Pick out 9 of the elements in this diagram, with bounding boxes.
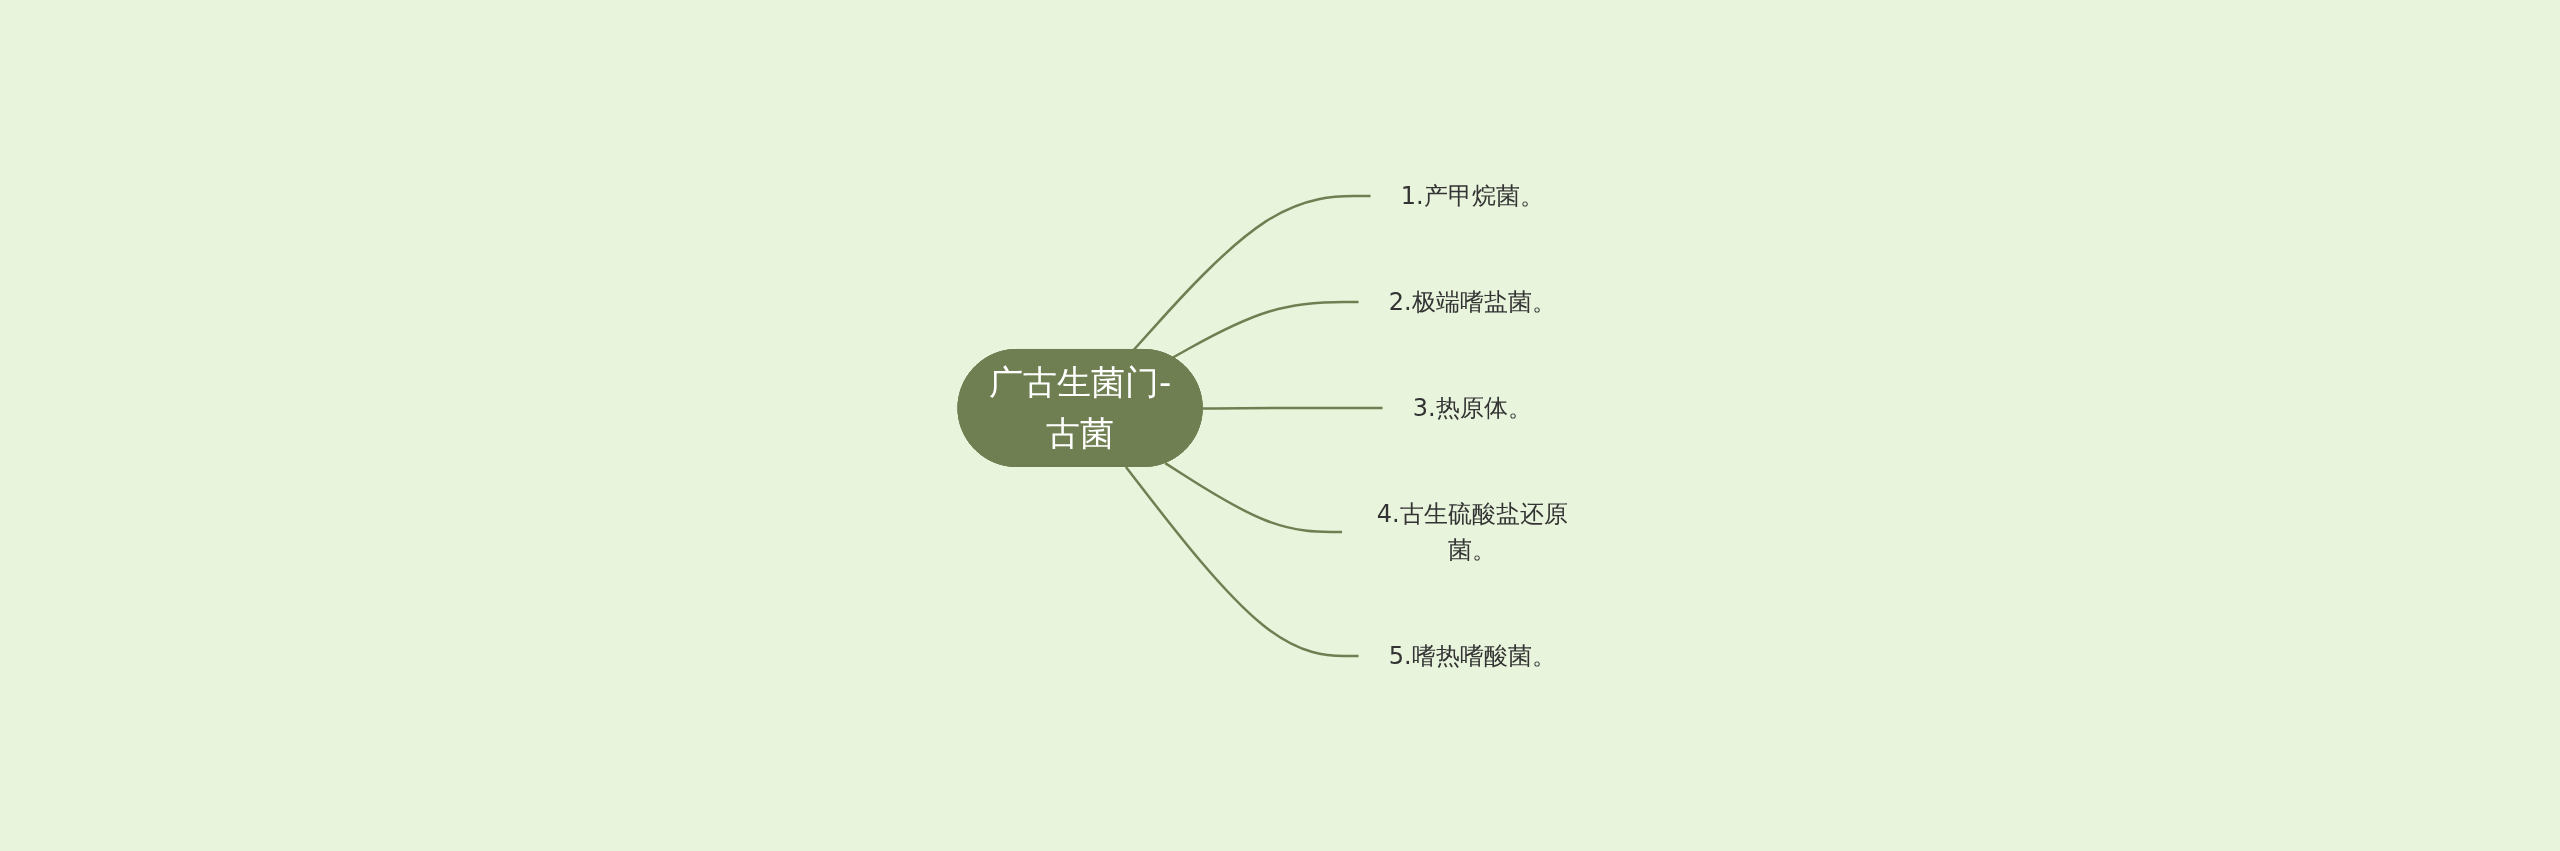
connector (1202, 406, 1383, 410)
connector (1124, 465, 1359, 657)
node-text: 1.产甲烷菌。 (1400, 181, 1544, 210)
node-text: 5.嗜热嗜酸菌。 (1388, 641, 1556, 670)
node-text: 2.极端嗜盐菌。 (1388, 287, 1556, 316)
node-text: 3.热原体。 (1412, 393, 1532, 422)
connector (1164, 461, 1343, 533)
node-text: 4.古生硫酸盐还原菌。 (1376, 499, 1568, 564)
connector (1172, 300, 1359, 359)
